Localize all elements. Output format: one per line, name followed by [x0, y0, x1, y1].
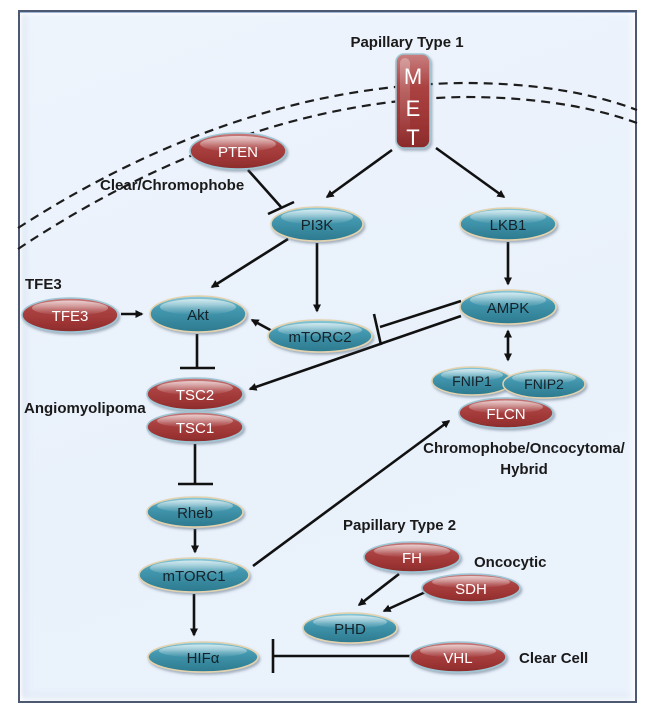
label-papillary-type2: Papillary Type 2	[343, 517, 456, 534]
inhibit-ampk-mtorc2	[372, 299, 462, 346]
fnip1-label: FNIP1	[452, 373, 492, 389]
inhibit-vhl-hifa	[271, 639, 410, 673]
label-oncocytic: Oncocytic	[474, 554, 547, 571]
node-flcn: FLCN	[458, 397, 554, 429]
arrow-ampk-tsc2	[248, 314, 462, 391]
figure-frame	[18, 10, 637, 703]
rheb-label: Rheb	[177, 505, 213, 522]
arrow-fh-phd	[357, 572, 400, 607]
node-sdh: SDH	[421, 573, 521, 603]
label-tfe3-heading: TFE3	[25, 276, 62, 293]
met-letter-t: T	[406, 125, 419, 150]
met-letter-e: E	[406, 96, 421, 121]
node-tsc2: TSC2	[146, 377, 244, 411]
tfe3-label: TFE3	[52, 308, 89, 325]
node-pi3k: PI3K	[270, 206, 364, 242]
node-fnip1: FNIP1	[431, 366, 513, 396]
node-rheb: Rheb	[146, 496, 244, 528]
sdh-label: SDH	[455, 581, 487, 598]
node-vhl: VHL	[409, 641, 507, 673]
inhibit-pten-pi3k	[247, 169, 295, 216]
inhibit-tsc1-rheb	[178, 444, 213, 486]
akt-label: Akt	[187, 307, 210, 324]
pten-label: PTEN	[218, 144, 258, 161]
node-akt: Akt	[149, 295, 247, 333]
node-lkb1: LKB1	[459, 207, 557, 241]
ampk-label: AMPK	[487, 300, 530, 317]
mtorc1-label: mTORC1	[162, 568, 225, 585]
lkb1-label: LKB1	[490, 217, 527, 234]
node-tsc1: TSC1	[146, 411, 244, 443]
pathway-edges	[121, 146, 512, 673]
node-phd: PHD	[302, 612, 398, 644]
hifa-label: HIFα	[187, 650, 220, 667]
tsc2-label: TSC2	[176, 387, 214, 404]
node-fnip2: FNIP2	[502, 369, 586, 399]
label-clear-cell: Clear Cell	[519, 650, 588, 667]
phd-label: PHD	[334, 621, 366, 638]
node-hifa: HIFα	[147, 641, 259, 673]
node-pten: PTEN	[189, 132, 287, 170]
label-clear-chromophobe: Clear/Chromophobe	[100, 177, 244, 194]
inhibit-akt-tsc2	[180, 334, 215, 370]
label-chromophobe-oncocytoma-line2: Hybrid	[500, 461, 548, 478]
figure-title: Papillary Type 1	[350, 34, 463, 51]
tsc1-label: TSC1	[176, 420, 214, 437]
node-mtorc2: mTORC2	[267, 319, 373, 353]
vhl-label: VHL	[443, 650, 472, 667]
arrow-met-lkb1	[435, 146, 506, 199]
mtorc2-label: mTORC2	[288, 329, 351, 346]
node-met: M E T	[395, 53, 431, 150]
arrow-mtorc2-akt	[250, 318, 275, 334]
fnip2-label: FNIP2	[524, 376, 564, 392]
label-chromophobe-oncocytoma-line1: Chromophobe/Oncocytoma/	[423, 440, 626, 457]
arrow-mtorc1-flcn	[252, 419, 451, 568]
membrane-outer-line	[17, 81, 638, 229]
node-tfe3: TFE3	[21, 297, 119, 333]
label-angiomyolipoma: Angiomyolipoma	[24, 400, 146, 417]
arrow-met-pi3k	[325, 148, 393, 199]
met-letter-m: M	[404, 64, 422, 89]
arrow-pi3k-akt	[210, 237, 289, 289]
node-mtorc1: mTORC1	[138, 557, 250, 593]
node-ampk: AMPK	[459, 289, 557, 325]
node-fh: FH	[363, 541, 461, 573]
fh-label: FH	[402, 550, 422, 567]
flcn-label: FLCN	[486, 406, 525, 423]
pi3k-label: PI3K	[301, 217, 334, 234]
